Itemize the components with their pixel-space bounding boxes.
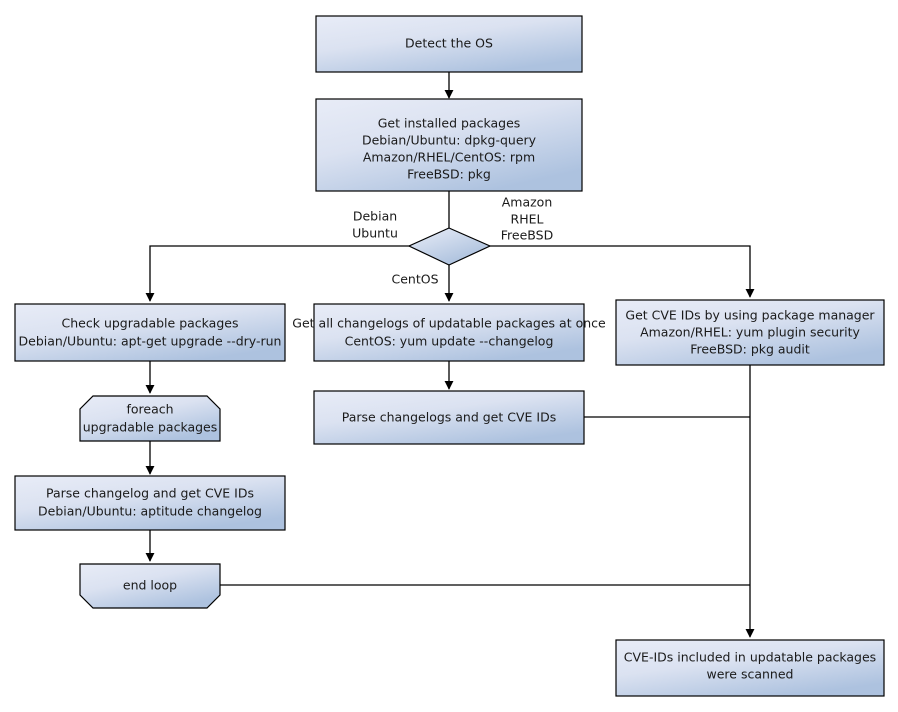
node-get-all-changelogs-shape [313, 303, 585, 362]
node-scanned-result-shape [615, 639, 885, 697]
node-get-installed-packages-shape [315, 98, 583, 192]
node-foreach-loop[interactable]: foreach upgradable packages [79, 395, 221, 442]
node-get-installed-packages-line-3: FreeBSD: pkg [407, 167, 491, 182]
node-get-installed-packages[interactable]: Get installed packages Debian/Ubuntu: dp… [315, 98, 583, 192]
edge-label-branch-right-line-1: RHEL [511, 212, 544, 227]
node-parse-changelogs-all-shape [313, 390, 585, 445]
edge-label-branch-right-line-0: Amazon [502, 195, 553, 210]
edge-label-branch-down-line-0: CentOS [391, 272, 438, 287]
node-scanned-result[interactable]: CVE-IDs included in updatable packages w… [615, 639, 885, 697]
node-scanned-result-line-0: CVE-IDs included in updatable packages [624, 650, 876, 665]
node-get-cve-ids-pkgmgr-line-2: FreeBSD: pkg audit [690, 342, 810, 357]
node-detect-os-shape [315, 15, 583, 73]
node-detect-os-line-0: Detect the OS [405, 36, 493, 51]
connector-decision-left-branch [145, 245, 410, 302]
edge-label-branch-left-line-0: Debian [353, 209, 397, 224]
node-check-upgradable-shape [14, 303, 286, 362]
node-os-decision-shape [407, 227, 492, 266]
node-foreach-loop-line-1: upgradable packages [83, 420, 218, 435]
node-get-installed-packages-line-2: Amazon/RHEL/CentOS: rpm [363, 150, 535, 165]
node-parse-changelog-single-shape [14, 475, 286, 531]
node-get-cve-ids-pkgmgr-shape [615, 299, 885, 366]
node-end-loop-line-0: end loop [123, 578, 177, 593]
node-check-upgradable-line-1: Debian/Ubuntu: apt-get upgrade --dry-run [19, 334, 282, 349]
node-get-all-changelogs-line-0: Get all changelogs of updatable packages… [292, 316, 606, 331]
edge-label-branch-down: CentOS [391, 272, 438, 287]
node-get-all-changelogs-line-1: CentOS: yum update --changelog [345, 334, 554, 349]
edge-label-branch-left-line-1: Ubuntu [352, 226, 398, 241]
node-get-cve-ids-pkgmgr-line-1: Amazon/RHEL: yum plugin security [640, 325, 860, 340]
node-check-upgradable[interactable]: Check upgradable packages Debian/Ubuntu:… [14, 303, 286, 362]
node-check-upgradable-line-0: Check upgradable packages [62, 316, 239, 331]
connector-decision-right-branch [489, 245, 755, 298]
node-parse-changelog-single-line-0: Parse changelog and get CVE IDs [46, 486, 254, 501]
connector-layer [145, 72, 755, 638]
node-get-cve-ids-pkgmgr-line-0: Get CVE IDs by using package manager [625, 308, 875, 323]
node-os-decision[interactable] [407, 227, 492, 266]
node-foreach-loop-line-0: foreach [126, 402, 173, 417]
node-parse-changelog-single[interactable]: Parse changelog and get CVE IDs Debian/U… [14, 475, 286, 531]
node-get-all-changelogs[interactable]: Get all changelogs of updatable packages… [292, 303, 606, 362]
node-scanned-result-line-1: were scanned [707, 667, 794, 682]
node-get-installed-packages-line-1: Debian/Ubuntu: dpkg-query [362, 133, 537, 148]
edge-label-branch-right: Amazon RHEL FreeBSD [501, 195, 553, 243]
node-end-loop-shape [79, 563, 221, 609]
node-parse-changelogs-all-line-0: Parse changelogs and get CVE IDs [342, 410, 556, 425]
node-parse-changelog-single-line-1: Debian/Ubuntu: aptitude changelog [38, 504, 262, 519]
node-get-installed-packages-line-0: Get installed packages [378, 116, 521, 131]
edge-label-branch-left: Debian Ubuntu [352, 209, 398, 241]
edge-label-branch-right-line-2: FreeBSD [501, 228, 553, 243]
node-end-loop[interactable]: end loop [79, 563, 221, 609]
node-parse-changelogs-all[interactable]: Parse changelogs and get CVE IDs [313, 390, 585, 445]
node-detect-os[interactable]: Detect the OS [315, 15, 583, 73]
node-foreach-loop-shape [79, 395, 221, 442]
node-get-cve-ids-pkgmgr[interactable]: Get CVE IDs by using package manager Ama… [615, 299, 885, 366]
